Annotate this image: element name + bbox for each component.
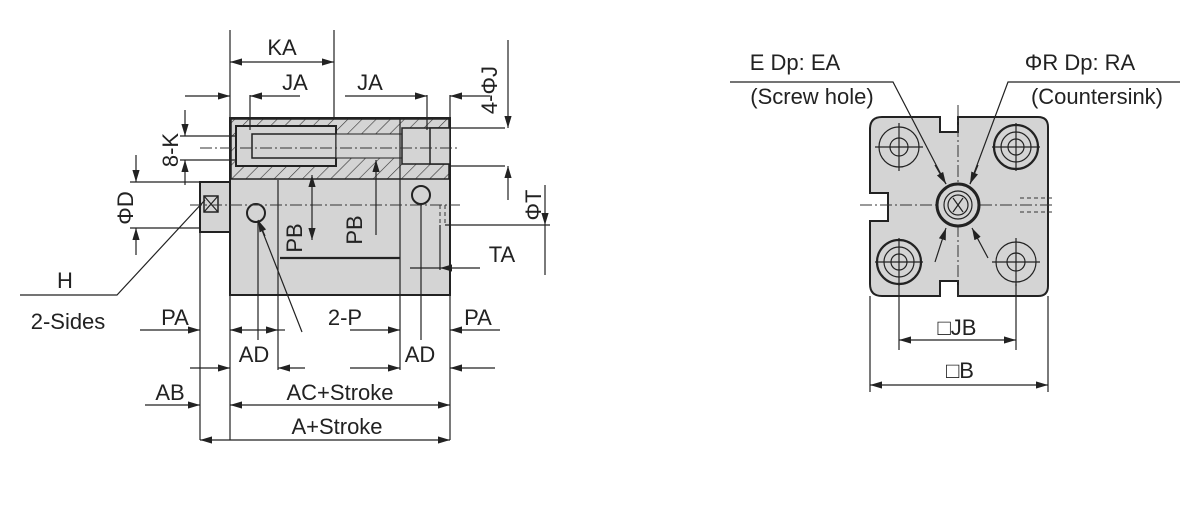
screw-hole-bottom-right [992,238,1040,286]
label-pb-left: PB [282,223,307,252]
label-8-k: 8-K [158,133,183,168]
label-4-phi-j: 4-ΦJ [477,66,502,114]
label-h: H [57,268,73,293]
rod-end-center [935,182,981,228]
port-left [246,203,266,223]
label-ja-left: JA [282,70,308,95]
port-right [411,185,431,205]
label-pa-right: PA [464,305,492,330]
label-ta: TA [489,242,516,267]
label-jb: □JB [938,315,977,340]
label-2-p: 2-P [328,305,362,330]
screw-hole-top-left [875,123,923,171]
side-view: KA JA JA 4-ΦJ 8-K ΦD PB PB ΦT TA H 2-Sid… [20,30,550,444]
label-phi-d: ΦD [113,191,138,224]
label-r-dp-ra: ΦR Dp: RA [1025,50,1136,75]
label-pb-right: PB [342,215,367,244]
end-view: E Dp: EA (Screw hole) ΦR Dp: RA (Counter… [730,50,1180,392]
label-ac-stroke: AC+Stroke [287,380,394,405]
label-e-dp-ea: E Dp: EA [750,50,841,75]
label-ja-right: JA [357,70,383,95]
label-2-sides: 2-Sides [31,309,106,334]
label-screw-hole: (Screw hole) [750,84,873,109]
label-a-stroke: A+Stroke [291,414,382,439]
label-b: □B [946,358,974,383]
label-phi-t: ΦT [521,190,546,221]
label-ka: KA [267,35,297,60]
label-ad-right: AD [405,342,436,367]
rod-end [199,181,231,233]
countersink-top-right [992,123,1040,171]
label-ad-left: AD [239,342,270,367]
label-countersink: (Countersink) [1031,84,1163,109]
label-pa-left: PA [161,305,189,330]
label-ab: AB [155,380,184,405]
